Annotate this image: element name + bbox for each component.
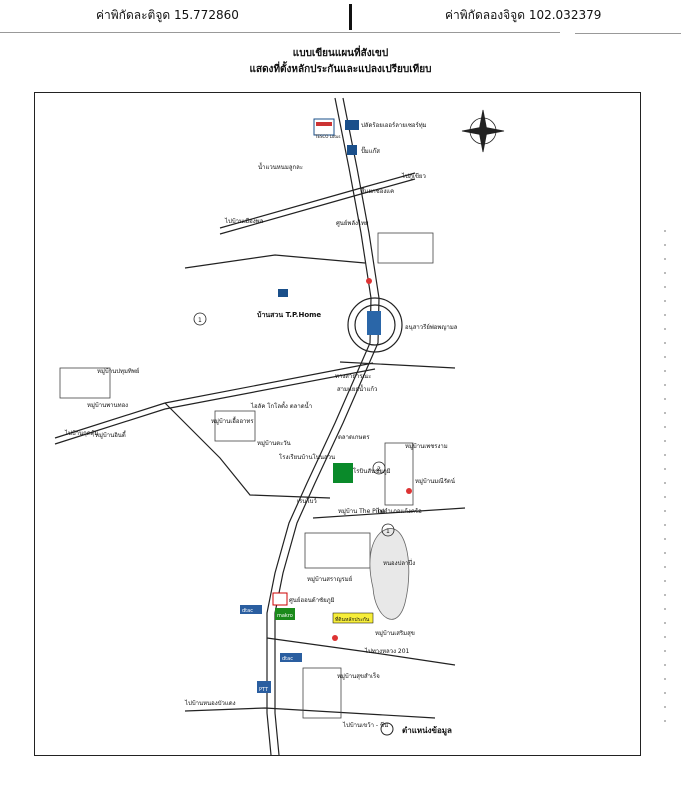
gas-label: ปั๊มแก๊ส (361, 146, 380, 155)
pond (369, 528, 410, 620)
estate-east (377, 232, 434, 264)
road-sw-label: ไปบ้านหนองบัวแดง (184, 699, 236, 707)
village-2-label: หมู่บ้านพานทอง (87, 402, 128, 409)
gas-icon (347, 145, 357, 155)
village-9-label: หมู่บ้านสราญรมย์ (307, 575, 352, 583)
village-8-label: หมู่บ้าน The Pine (338, 508, 385, 515)
road-diag (164, 402, 331, 499)
longitude-text: ค่าพิกัดลองจิจูด 102.032379 (445, 8, 602, 22)
sketch-map: TESCO Lotus ปลัดร้อยเออร์ลายเซอร์ทุ่ม ปั… (54, 97, 505, 755)
legend-circle-icon (380, 722, 394, 736)
scan-artifact (664, 230, 666, 730)
road-n-label: ไปภูเขียว (401, 172, 426, 180)
roundabout (347, 297, 403, 353)
road-west-edge (54, 368, 376, 445)
nm-label: น้ำแวนหนมลูกละ (258, 161, 303, 171)
lotus-label: ปลัดร้อยเออร์ลายเซอร์ทุ่ม (361, 121, 427, 129)
legend-label: ตำแหน่งข้อมูล (402, 725, 452, 736)
building-icon (345, 120, 359, 130)
main-road-edge (274, 97, 380, 755)
makro-brand-label: makro (277, 613, 293, 619)
school-label: โรงเรียนบ้านโนนสวน (279, 453, 335, 461)
road-east (312, 507, 466, 519)
road-top-edge (219, 178, 416, 235)
map-frame: TESCO Lotus ปลัดร้อยเออร์ลายเซอร์ทุ่ม ปั… (34, 92, 641, 756)
road-nw-label: ไปบ้านเมืองพล (224, 217, 264, 225)
circle-1b-label: 1 (386, 528, 390, 535)
coordinate-header: ค่าพิกัดละติจูด 15.772860 ค่าพิกัดลองจิจ… (0, 0, 681, 34)
tesco-brand-label: TESCO Lotus (314, 134, 341, 139)
makro-icon (275, 608, 295, 620)
robinson-icon (333, 463, 353, 483)
circle-marker-1 (193, 312, 207, 326)
road-se-label: ไปบ้านเขว้า - ชีน (342, 721, 388, 729)
robinson-label: โรบินสันชัยภูมิ (353, 467, 391, 475)
latitude-text: ค่าพิกัดละติจูด 15.772860 (96, 8, 239, 22)
map-title: แบบเขียนแผนที่สังเขป (292, 48, 389, 59)
intersection-label: สี่แยกช่องแค (361, 187, 395, 195)
estate-mid (214, 410, 256, 442)
road-nw (184, 254, 366, 269)
header-divider (349, 4, 352, 30)
crossing-label: เรนโบว์ (297, 497, 317, 505)
marker-1 (366, 278, 372, 284)
road-top (219, 172, 416, 229)
map-legend: ตำแหน่งข้อมูล (380, 722, 452, 736)
tesco-icon (313, 118, 335, 136)
market-label: ตลาดเกษตร (338, 434, 370, 441)
village-10-label: หมู่บ้านเสริมสุข (375, 630, 415, 637)
village-3-label: หมู่บ้านอินดี้ (95, 429, 127, 439)
village-6-label: หมู่บ้านเพชรงาม (405, 443, 448, 450)
bridge-label: ทางสาธารณะ (335, 373, 371, 380)
estate-nw (59, 367, 111, 399)
village-1-label: หมู่บ้านปทุมทิพย์ (97, 367, 139, 375)
police-label: ศูนย์พลังไทย (336, 219, 368, 227)
monument-icon (367, 311, 381, 335)
compass-rose (461, 109, 505, 153)
header-underline (0, 32, 560, 33)
seven-label: ไฮลัค โกโลตั้ง ตลาดน้ำ (250, 400, 312, 410)
road-east-upper (339, 361, 456, 369)
road-bottom (184, 707, 436, 719)
collateral-sign (332, 612, 374, 624)
marker-2 (406, 488, 412, 494)
honda-icon (272, 592, 288, 606)
collateral-label: ที่ดินหลักประกัน (335, 616, 370, 623)
road-w-label: ไปบ้านกุดตุ้ม (64, 429, 99, 437)
dtac-label-1: dtac (242, 608, 253, 614)
header-underline-right (575, 33, 681, 34)
map-icons (240, 118, 381, 693)
ptt-icon (257, 681, 271, 693)
dtac-icon-2 (280, 653, 302, 662)
estate-sw (302, 667, 342, 719)
honda-label: ศูนย์ฮอนด้าชัยภูมิ (289, 596, 335, 604)
road-e-label: ไปอำเภอแก้งคร้อ (376, 507, 422, 515)
village-5-label: หมู่บ้านตะวัน (257, 440, 291, 447)
ptt-label: PTT (259, 687, 269, 693)
junction-label: สามแยกน้ำแก้ว (337, 383, 377, 393)
home-label: บ้านสวน T.P.Home (257, 310, 321, 319)
circle-marker-2 (372, 461, 386, 475)
road-east2-label: ไปทางหลวง 201 (364, 647, 410, 655)
dtac-label-2: dtac (282, 656, 293, 662)
circle-1a-label: 1 (198, 317, 202, 324)
map-subtitle: แสดงที่ตั้งหลักประกันและแปลงเปรียบเทียบ (249, 64, 432, 75)
estate-right (384, 442, 414, 506)
dtac-icon-1 (240, 605, 262, 614)
pond-label: หนองปลาปึ่ง (383, 559, 415, 567)
house-icon (278, 289, 288, 297)
main-road (266, 97, 372, 755)
monument-label: อนุสาวรีย์พ่อพญามล (405, 323, 458, 331)
village-4-label: หมู่บ้านเอื้ออาทร (211, 415, 254, 425)
circle-2-label: 2 (377, 466, 381, 473)
road-south-east (266, 637, 456, 666)
circle-marker-3 (381, 523, 395, 537)
village-11-label: หมู่บ้านสุขสำเร็จ (337, 671, 380, 680)
estate-south (304, 532, 371, 569)
marker-3 (332, 635, 338, 641)
village-7-label: หมู่บ้านมณีรัตน์ (415, 477, 455, 485)
